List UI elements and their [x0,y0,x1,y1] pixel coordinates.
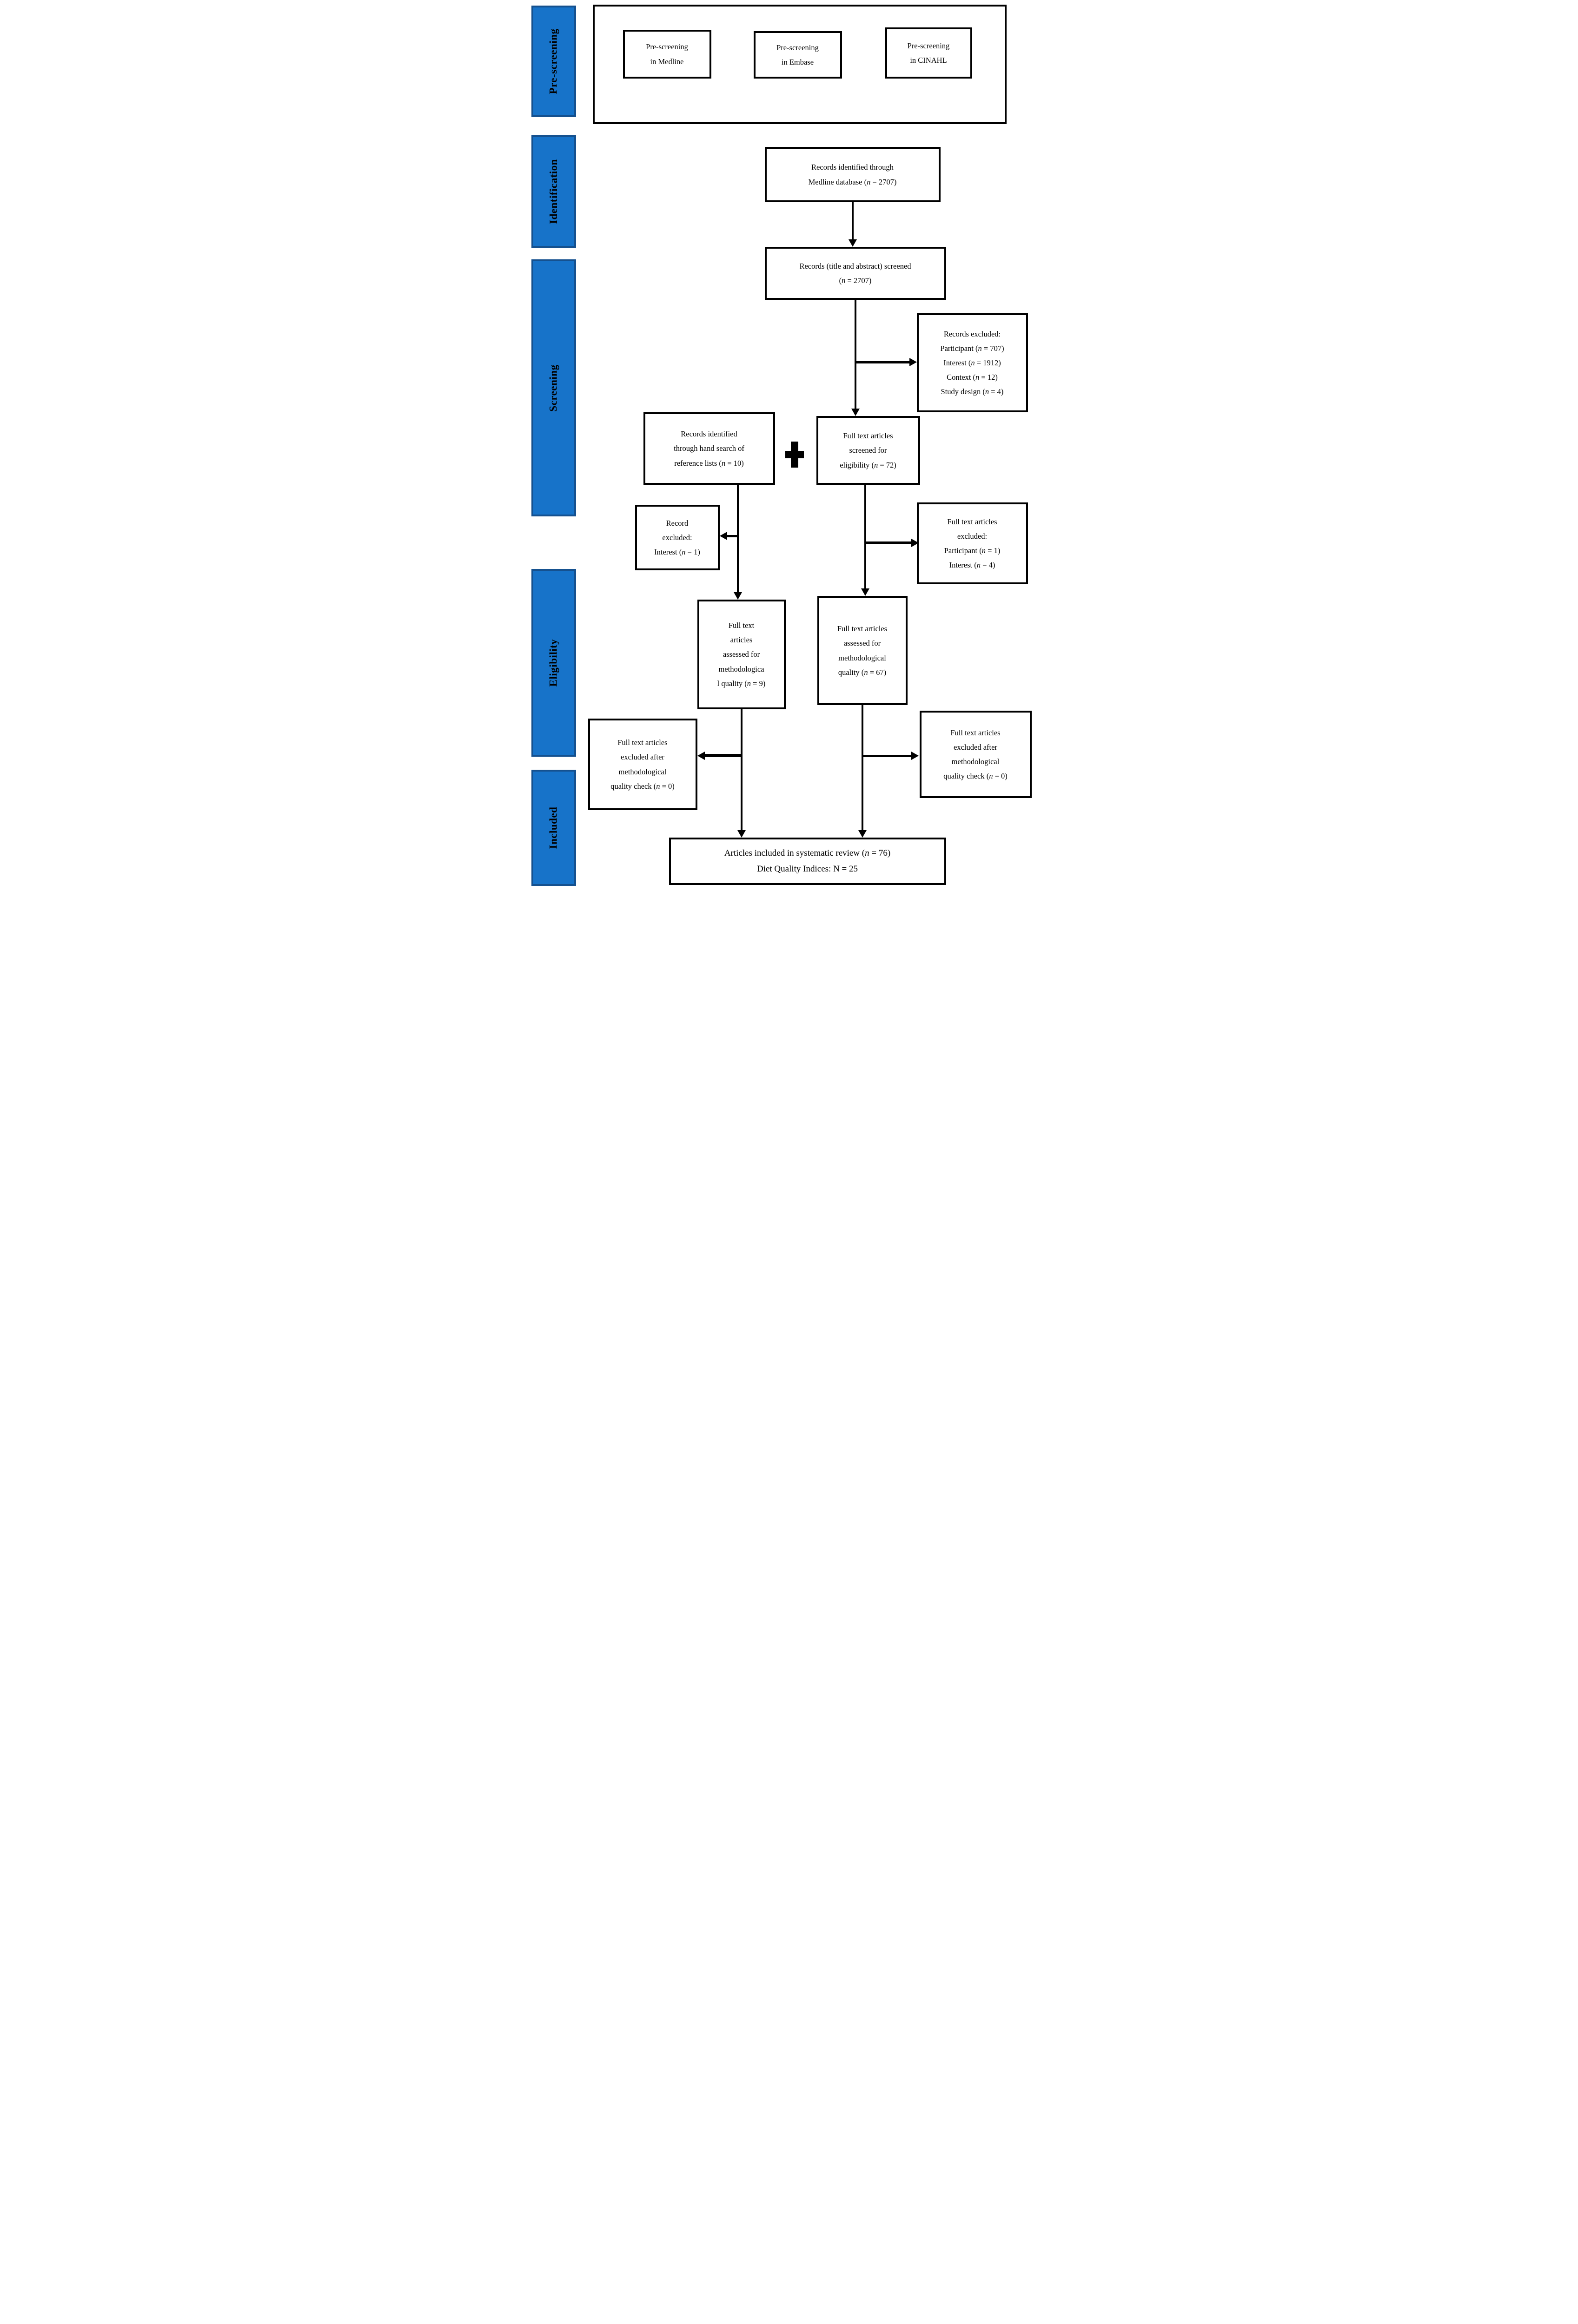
connector-fulltext-to-assessed-right [864,485,866,588]
records-screened-text: Records (title and abstract) screened (n… [799,261,911,285]
hand-search-text: Records identified through hand search o… [674,429,744,468]
box-prescreening-embase: Pre-screening in Embase [753,31,842,79]
sidebar-section-pre-screening: Pre-screening [531,6,576,117]
connector-to-excluded-check-right [862,755,911,757]
sidebar-section-included: Included [531,770,576,886]
sidebar-label-screening: Screening [547,364,559,412]
sidebar-label-pre-screening: Pre-screening [547,28,559,94]
connector-to-excluded-check-left [704,754,742,757]
arrow-right-icon [911,539,919,547]
arrow-down-icon [858,830,867,838]
box-record-excluded: Record excluded: Interest (n = 1) [635,505,720,570]
arrow-right-icon [909,358,917,366]
excluded-check-right-text: Full text articles excluded after method… [943,728,1008,781]
assessed-left-text: Full text articles assessed for methodol… [717,621,766,688]
sidebar-section-eligibility: Eligibility [531,569,576,757]
box-assessed-left: Full text articles assessed for methodol… [697,600,786,709]
sidebar-label-eligibility: Eligibility [547,639,559,687]
excluded-check-left-text: Full text articles excluded after method… [610,738,675,791]
box-assessed-right: Full text articles assessed for methodol… [817,596,908,705]
box-hand-search: Records identified through hand search o… [643,412,775,485]
arrow-left-icon [719,532,727,540]
box-records-identified: Records identified through Medline datab… [764,147,941,202]
connector-assessed-left-to-included [740,709,743,830]
plus-icon [785,442,804,468]
box-included: Articles included in systematic review (… [669,838,946,885]
arrow-down-icon [851,409,860,416]
sidebar-label-identification: Identification [547,159,559,224]
sidebar-section-screening: Screening [531,259,576,516]
sidebar-label-included: Included [547,806,559,849]
records-excluded-text: Records excluded: Participant (n = 707) … [940,329,1004,396]
fulltext-screened-text: Full text articles screened for eligibil… [840,431,896,469]
box-prescreening-cinahl: Pre-screening in CINAHL [885,27,972,79]
box-records-excluded: Records excluded: Participant (n = 707) … [916,313,1028,412]
box-records-screened: Records (title and abstract) screened (n… [764,247,946,300]
assessed-right-text: Full text articles assessed for methodol… [837,624,888,677]
arrow-down-icon [737,830,746,838]
box-fulltext-excluded: Full text articles excluded: Participant… [916,502,1028,584]
record-excluded-text: Record excluded: Interest (n = 1) [654,518,700,556]
arrow-right-icon [911,752,919,760]
prescreening-embase-text: Pre-screening in Embase [776,43,819,66]
box-prescreening-medline: Pre-screening in Medline [623,30,711,79]
box-excluded-check-right: Full text articles excluded after method… [919,711,1032,798]
records-identified-text: Records identified through Medline datab… [808,163,897,186]
connector-to-records-excluded [854,361,909,363]
connector-assessed-right-to-included [861,705,863,830]
connector-screened-to-fulltext [854,300,856,409]
sidebar-section-identification: Identification [531,135,576,248]
connector-identified-to-screened [851,202,854,239]
connector-to-fulltext-excluded [864,541,911,544]
prescreening-cinahl-text: Pre-screening in CINAHL [907,41,950,65]
connector-handsearch-to-assessed-left [736,485,739,592]
plus-icon-horizontal-bar [785,451,804,458]
connector-to-record-excluded [727,535,738,537]
fulltext-excluded-text: Full text articles excluded: Participant… [944,517,1001,570]
box-excluded-check-left: Full text articles excluded after method… [588,719,697,810]
arrow-left-icon [697,752,705,760]
arrow-down-icon [861,588,869,596]
arrow-down-icon [733,592,742,600]
prisma-flow-diagram: Pre-screening Identification Screening E… [526,0,1052,891]
included-text: Articles included in systematic review (… [724,848,891,874]
box-fulltext-screened: Full text articles screened for eligibil… [816,416,920,485]
arrow-down-icon [848,239,857,247]
prescreening-medline-text: Pre-screening in Medline [646,42,688,66]
